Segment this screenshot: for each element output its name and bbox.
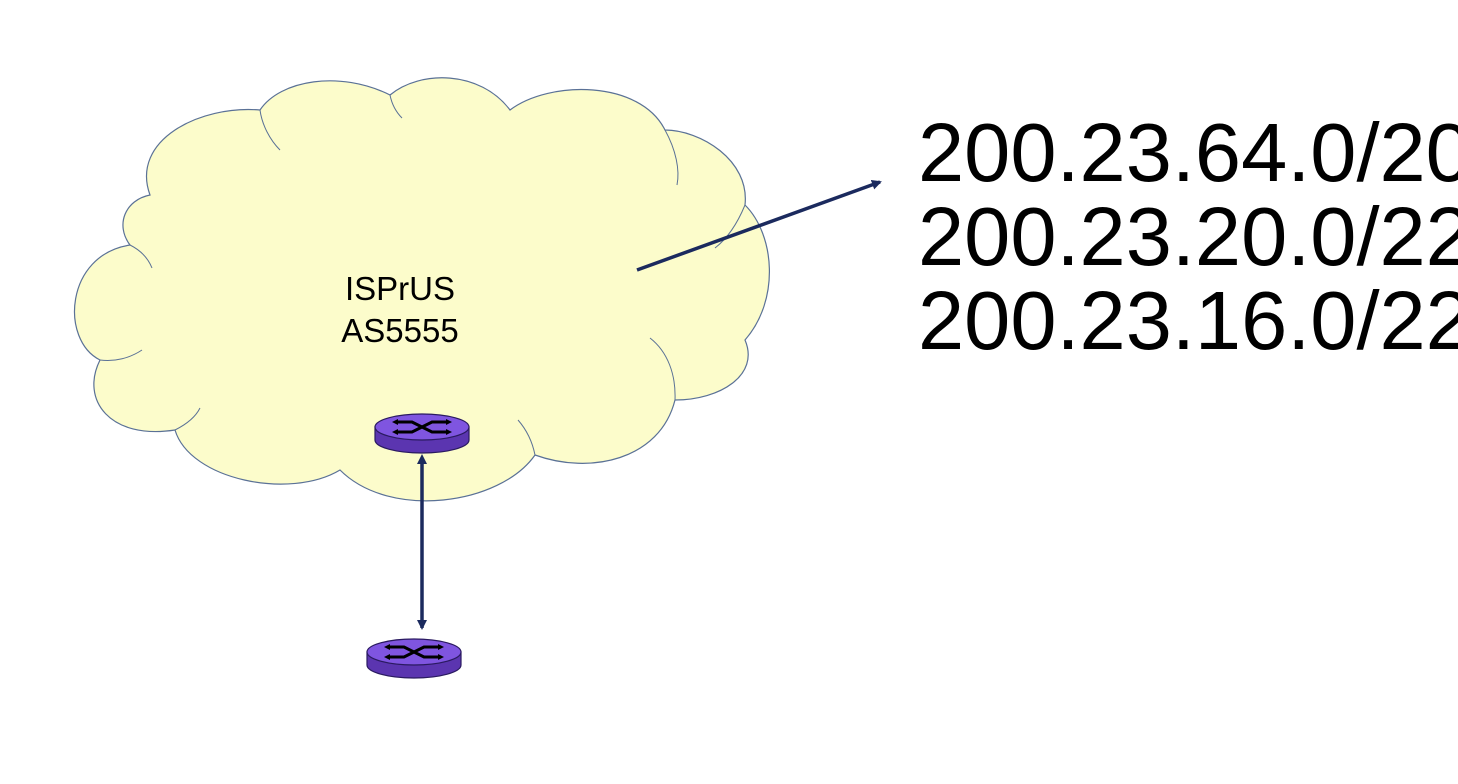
router-icon [366,638,462,679]
isp-cloud [73,77,770,502]
cloud-scallop [517,419,536,456]
prefix-label: 200.23.20.0/22 [918,190,1458,283]
cloud-scallop [664,129,679,186]
cloud-as-label: AS5555 [341,312,459,349]
cloud-scallop [649,337,676,401]
prefix-label: 200.23.16.0/22 [918,274,1458,367]
cloud-scallop [129,244,153,269]
prefix-label: 200.23.64.0/20 [918,106,1458,199]
cloud-scallop [389,94,403,119]
cloud-scallop [714,204,746,249]
cloud-scallop [174,407,201,431]
cloud-scallop [99,349,143,361]
cloud-name-label: ISPrUS [344,270,456,307]
cloud-scallop [259,109,281,151]
router-icon [374,413,470,454]
advertise-arrow [636,180,882,272]
